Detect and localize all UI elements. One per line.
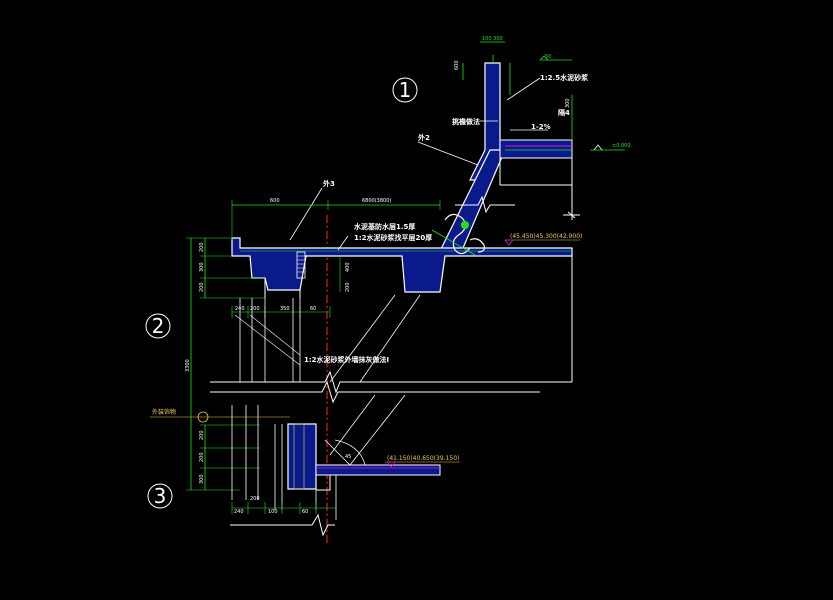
note-waterproof-1: 水泥基防水层1.5厚 xyxy=(354,222,415,231)
break-line xyxy=(210,370,572,404)
dim-v5-mid: 200 xyxy=(345,282,351,292)
upper-annotations: 100 300 600 1:2.5水泥砂浆 挑檐做法 外2 隔4 1-2% 30… xyxy=(417,36,631,166)
lower-annotations: 外装饰物 (41.150)40.650(39.150) xyxy=(150,408,460,468)
middle-annotations: 外3 600 6800(3800) 水泥基防水层1.5厚 1:2水泥砂浆找平层2… xyxy=(231,179,582,292)
dim-v1: 200 xyxy=(199,242,205,252)
left-dimension-chain: 200 300 200 3300 200 200 300 xyxy=(185,237,265,491)
note-mid-label: 外3 xyxy=(323,179,335,188)
note-parapet: 挑檐做法 xyxy=(452,117,480,126)
dim-r2: 200 xyxy=(250,306,260,312)
dim-top: 100 300 xyxy=(482,36,503,42)
dim-r4: 350 xyxy=(280,306,290,312)
dim-600: 600 xyxy=(454,60,460,70)
dim-angle: 45 xyxy=(345,454,351,460)
callout-3-label: 3 xyxy=(154,484,167,508)
note-side-a: 隔4 xyxy=(558,108,570,117)
dim-r4-bottom: 60 xyxy=(302,509,308,515)
callout-1: 1 xyxy=(392,77,418,103)
dim-r5: 60 xyxy=(310,306,316,312)
dim-b2: 200 xyxy=(199,452,205,462)
elev-1: (45.450)45.300(42.900) xyxy=(510,233,582,240)
callout-3: 3 xyxy=(147,483,173,509)
dim-v4: 400 xyxy=(345,262,351,272)
dim-r2-bottom: 200 xyxy=(250,496,260,502)
upper-parapet xyxy=(437,62,580,256)
note-top-label: 外2 xyxy=(418,133,430,142)
note-side-b: 1-2% xyxy=(531,123,551,131)
lower-detail: 45 240 200 100 60 xyxy=(230,405,441,537)
dim-mid-span: 600 xyxy=(270,198,280,204)
note-waterproof-2: 1:2水泥砂浆找平层20厚 xyxy=(354,233,432,242)
note-outer-decor: 外装饰物 xyxy=(152,408,176,416)
dim-v2: 300 xyxy=(199,262,205,272)
dim-mid-total: 6800(3800) xyxy=(362,198,391,204)
elev-side: ±0.000 xyxy=(612,143,631,149)
dim-v-upper: 300 xyxy=(565,98,571,108)
callout-1-label: 1 xyxy=(399,78,412,102)
middle-slab xyxy=(231,213,573,382)
dim-top-right: 50 xyxy=(545,54,551,60)
note-cement-mortar: 1:2.5水泥砂浆 xyxy=(540,73,589,82)
callout-2-label: 2 xyxy=(152,314,165,338)
dim-v3: 200 xyxy=(199,282,205,292)
dim-r1-bottom: 240 xyxy=(234,509,244,515)
dim-b1: 200 xyxy=(199,430,205,440)
dim-b3: 300 xyxy=(199,474,205,484)
dim-big: 3300 xyxy=(185,359,191,372)
callout-2: 2 xyxy=(145,313,171,339)
dim-r3-bottom: 100 xyxy=(268,509,278,515)
elev-2: (41.150)40.650(39.150) xyxy=(387,455,459,462)
